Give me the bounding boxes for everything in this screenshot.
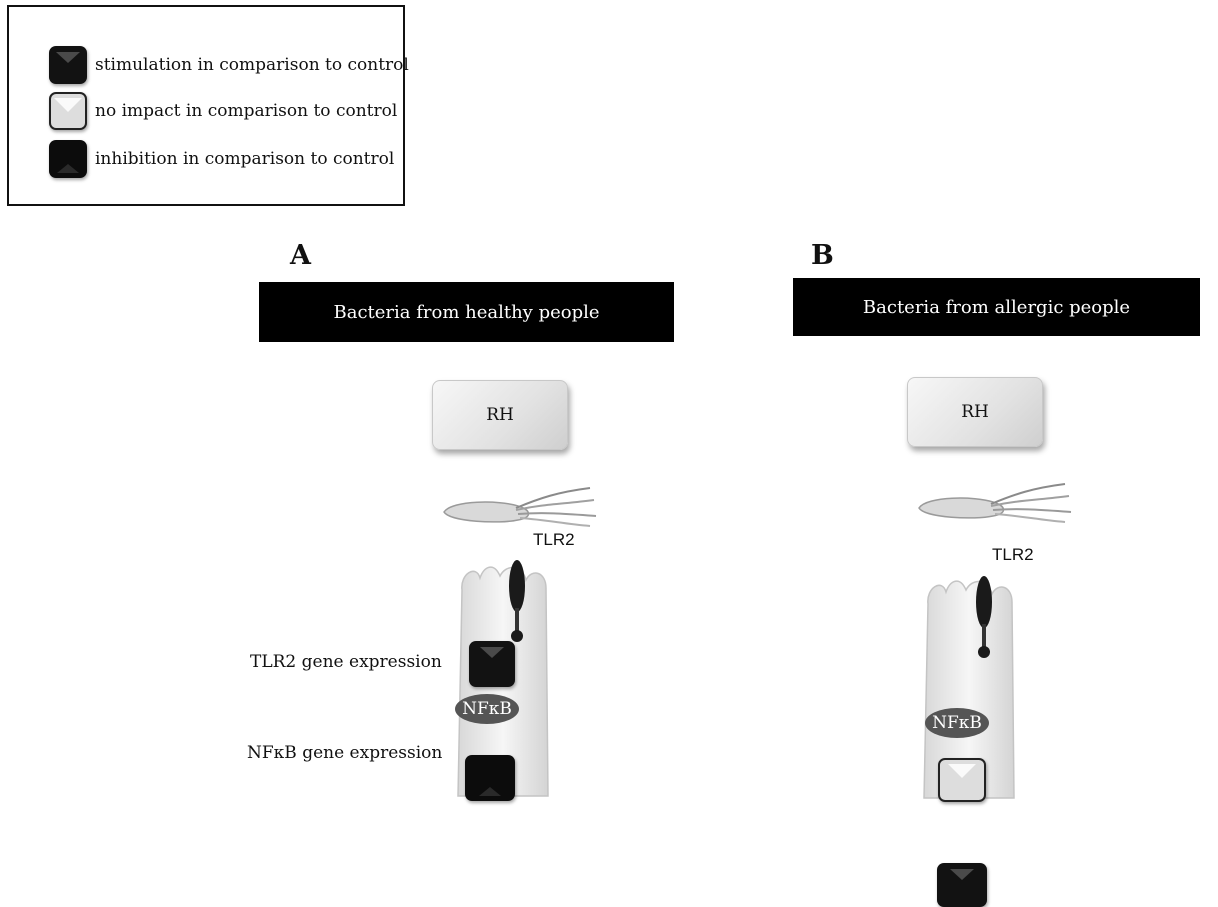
panel-b-rh-box: RH (907, 377, 1043, 447)
panel-b-nfkb-oval: NFκB (925, 708, 989, 738)
panel-a-bacterium-icon (443, 487, 597, 527)
legend-label: inhibition in comparison to control (95, 149, 395, 169)
panel-b-cell-shape (923, 580, 1015, 799)
panel-b-nfkb-gene-marker-icon (937, 863, 987, 907)
no-impact-marker-icon (49, 92, 87, 130)
inhibition-marker-icon (49, 140, 87, 178)
panel-b-tlr2-gene-marker-icon (938, 758, 986, 802)
panel-a-tlr2-gene-marker-icon (469, 641, 515, 687)
panel-b-letter: B (811, 240, 834, 271)
legend-item-inhibition: inhibition in comparison to control (49, 140, 395, 178)
legend-item-no-impact: no impact in comparison to control (49, 92, 398, 130)
panel-a-tlr2-gene-label: TLR2 gene expression (250, 652, 442, 672)
panel-a-nfkb-gene-marker-icon (465, 755, 515, 801)
panel-a-letter: A (290, 240, 311, 271)
stimulation-marker-icon (49, 46, 87, 84)
legend-box: stimulation in comparison to control no … (7, 5, 409, 206)
panel-a-banner: Bacteria from healthy people (259, 282, 674, 342)
panel-b-banner: Bacteria from allergic people (793, 278, 1200, 336)
panel-a-rh-box: RH (432, 380, 568, 450)
panel-a-tlr2-label: TLR2 (533, 530, 575, 549)
panel-a-nfkb-gene-label: NFκB gene expression (247, 743, 443, 763)
legend-item-stimulation: stimulation in comparison to control (49, 46, 409, 84)
panel-b-tlr2-label: TLR2 (992, 545, 1034, 564)
panel-a-tlr2-receptor-icon (509, 560, 525, 642)
panel-a-nfkb-oval: NFκB (455, 694, 519, 724)
panel-b-bacterium-icon (918, 483, 1072, 523)
legend-label: stimulation in comparison to control (95, 55, 409, 75)
legend-label: no impact in comparison to control (95, 101, 398, 121)
panel-b-tlr2-receptor-icon (976, 576, 992, 658)
